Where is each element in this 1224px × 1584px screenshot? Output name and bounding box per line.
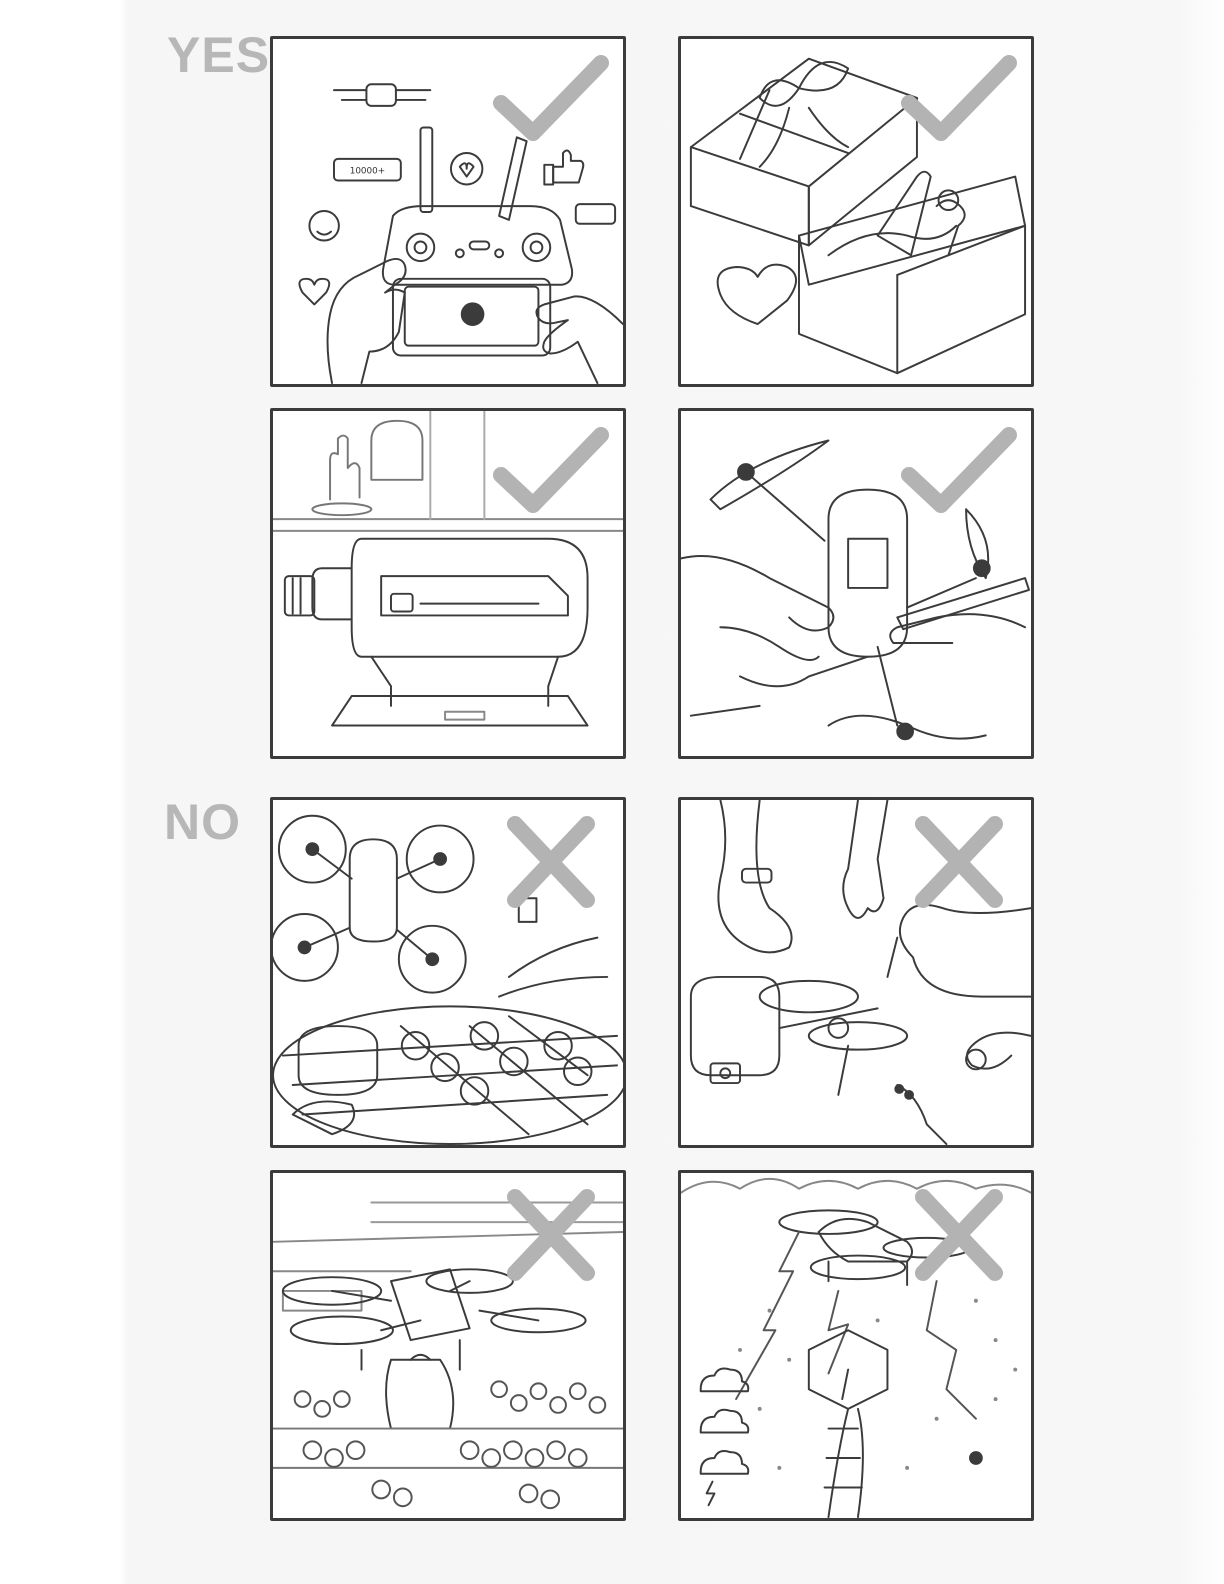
check-mark-icon [901,425,1017,521]
no-panel-barbecue [270,797,626,1148]
no-panel-children-pets [678,797,1034,1148]
no-panel-supermarket [270,1170,626,1521]
yes-panel-remote-control: 10000+ [270,36,626,387]
cross-mark-icon [901,814,1017,910]
like-count-text: 10000+ [350,167,385,177]
yes-panel-bottle-display [270,408,626,759]
check-mark-icon [493,53,609,149]
cross-mark-icon [901,1187,1017,1283]
mini-drone-icon [334,84,430,106]
yes-section-label: YES [167,26,270,84]
no-section-label: NO [164,793,241,851]
yes-panel-decorating-drone [678,408,1034,759]
check-mark-icon [901,53,1017,149]
cross-mark-icon [493,814,609,910]
yes-panel-gift-box [678,36,1034,387]
no-panel-storm [678,1170,1034,1521]
cross-mark-icon [493,1187,609,1283]
check-mark-icon [493,425,609,521]
